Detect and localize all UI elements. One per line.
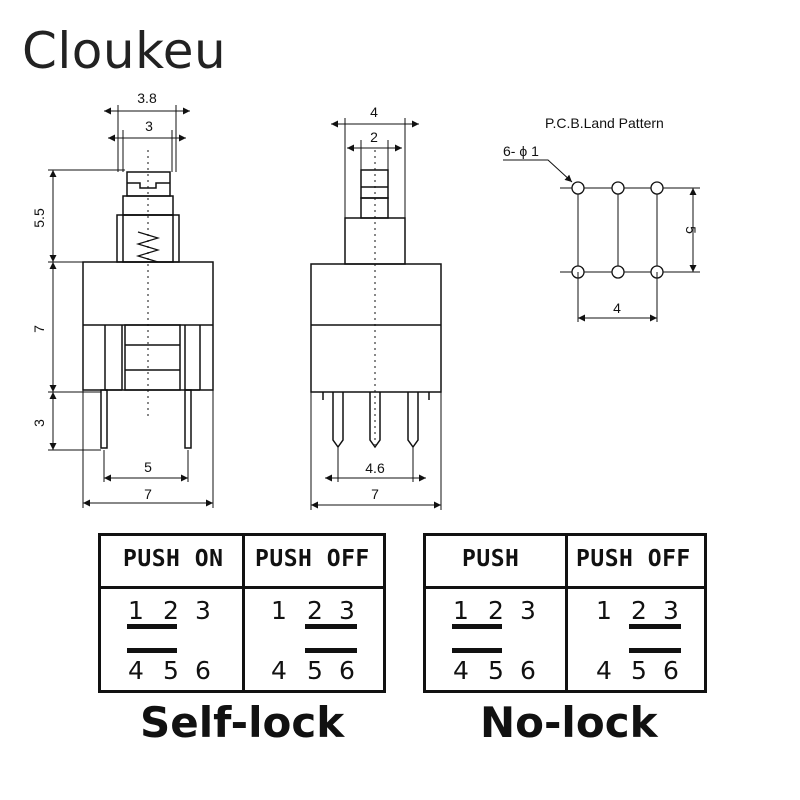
- front-stem: [360, 197, 389, 219]
- contact-bar: [629, 648, 681, 653]
- pcb-labels: P.C.B.Land Pattern 6- ϕ 1 5 4: [503, 115, 699, 316]
- pin-label: 3: [663, 596, 679, 625]
- pcb-hole: [611, 265, 625, 279]
- contact-bar: [629, 624, 681, 629]
- front-body: [310, 263, 442, 393]
- side-view: [48, 105, 214, 508]
- side-pin-left: [100, 389, 108, 449]
- dim-side-body-width: 7: [144, 486, 152, 502]
- pcb-hole: [571, 181, 585, 195]
- pin-label: 1: [128, 596, 144, 625]
- pin-label: 6: [195, 656, 211, 685]
- pin-label: 3: [520, 596, 536, 625]
- mechanical-drawing: 3.8 3 5.5 7 3 5 7 4 2: [31, 90, 700, 510]
- contact-bar: [305, 624, 357, 629]
- dim-front-top-outer: 4: [370, 104, 378, 120]
- side-dim-labels: 3.8 3 5.5 7 3 5 7: [31, 90, 157, 502]
- dim-side-top-outer: 3.8: [137, 90, 157, 106]
- self-lock-caption: Self-lock: [140, 698, 345, 747]
- pin-label: 4: [596, 656, 612, 685]
- front-view: [310, 118, 442, 510]
- pcb-hole-spec: 6- ϕ 1: [503, 143, 539, 159]
- no-lock-right-header: PUSH OFF: [576, 546, 691, 572]
- dim-side-pin-length: 3: [31, 419, 47, 427]
- pin-label: 2: [488, 596, 504, 625]
- pin-label: 4: [128, 656, 144, 685]
- front-dim-labels: 4 2 4.6 7: [365, 104, 385, 502]
- self-lock-right-header: PUSH OFF: [255, 546, 370, 572]
- dim-side-pin-pitch: 5: [144, 459, 152, 475]
- dim-front-top-inner: 2: [370, 129, 378, 145]
- dim-pcb-col-span: 4: [613, 300, 621, 316]
- pin-label: 6: [339, 656, 355, 685]
- pin-label: 2: [631, 596, 647, 625]
- contact-bar: [127, 648, 177, 653]
- pin-label: 5: [488, 656, 504, 685]
- pin-label: 1: [271, 596, 287, 625]
- pin-label: 2: [307, 596, 323, 625]
- pin-label: 4: [453, 656, 469, 685]
- front-pin-right: [407, 392, 419, 449]
- dim-side-body-height: 7: [31, 325, 47, 333]
- self-lock-table: PUSH ON PUSH OFF 1 2 3 4 5 6 1 2 3 4 5 6: [98, 533, 386, 693]
- pcb-land-pattern: [503, 159, 700, 322]
- contact-bar: [452, 648, 502, 653]
- contact-bar: [305, 648, 357, 653]
- pin-label: 3: [195, 596, 211, 625]
- pin-label: 5: [163, 656, 179, 685]
- front-pin-center: [369, 392, 381, 449]
- pin-label: 6: [663, 656, 679, 685]
- pcb-title: P.C.B.Land Pattern: [545, 115, 664, 131]
- contact-bar: [452, 624, 502, 629]
- pin-label: 6: [520, 656, 536, 685]
- dim-side-top-inner: 3: [145, 118, 153, 134]
- pcb-hole: [611, 181, 625, 195]
- no-lock-left-header: PUSH: [462, 546, 520, 572]
- front-pin-left: [332, 392, 344, 449]
- no-lock-caption: No-lock: [480, 698, 658, 747]
- pcb-hole: [650, 181, 664, 195]
- dim-side-stem-height: 5.5: [31, 208, 47, 228]
- pin-label: 2: [163, 596, 179, 625]
- brand-logo-text: Cloukeu: [22, 22, 227, 80]
- self-lock-left-header: PUSH ON: [123, 546, 224, 572]
- no-lock-table: PUSH PUSH OFF 1 2 3 4 5 6 1 2 3 4 5 6: [423, 533, 707, 693]
- dim-front-pin-pitch: 4.6: [365, 460, 385, 476]
- contact-bar: [127, 624, 177, 629]
- dim-pcb-row-spacing: 5: [683, 226, 699, 234]
- pin-label: 1: [453, 596, 469, 625]
- pin-label: 3: [339, 596, 355, 625]
- dim-front-body-width: 7: [371, 486, 379, 502]
- pin-label: 5: [631, 656, 647, 685]
- pin-label: 1: [596, 596, 612, 625]
- side-pin-right: [184, 389, 192, 449]
- pin-label: 5: [307, 656, 323, 685]
- pin-label: 4: [271, 656, 287, 685]
